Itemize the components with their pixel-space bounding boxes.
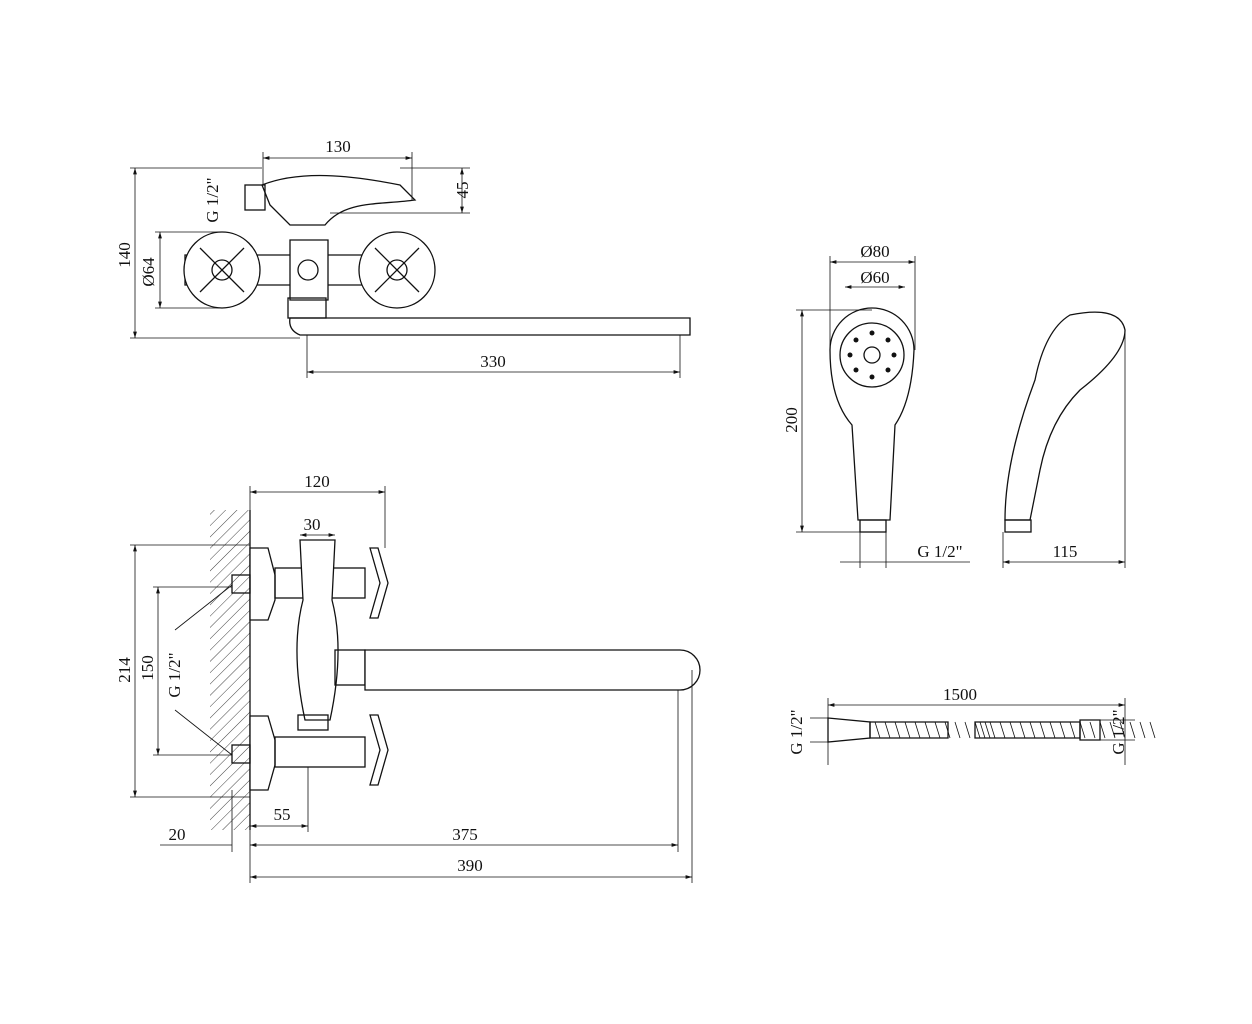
dim-55: 55 (274, 805, 291, 824)
dim-200: 200 (782, 407, 801, 433)
dim-45: 45 (453, 182, 472, 199)
dim-115: 115 (1053, 542, 1078, 561)
dim-30: 30 (304, 515, 321, 534)
dim-diameter-64: Ø64 (139, 257, 158, 287)
dim-130: 130 (325, 137, 351, 156)
front-view-faucet (130, 486, 701, 883)
dim-thread-hose-left: G 1/2" (787, 709, 806, 754)
dim-214: 214 (115, 657, 134, 683)
dim-diameter-60: Ø60 (860, 268, 889, 287)
dim-390: 390 (457, 856, 483, 875)
shower-hose (810, 698, 1156, 765)
dim-150: 150 (138, 655, 157, 681)
dim-thread-top: G 1/2" (203, 177, 222, 222)
dim-330: 330 (480, 352, 506, 371)
dim-thread-front: G 1/2" (165, 652, 184, 697)
dim-thread-shower: G 1/2" (917, 542, 962, 561)
dim-140: 140 (115, 242, 134, 268)
dim-thread-hose-right: G 1/2" (1109, 709, 1128, 754)
shower-head (796, 256, 1126, 568)
dim-1500: 1500 (943, 685, 977, 704)
dim-20: 20 (169, 825, 186, 844)
top-view-faucet (130, 152, 691, 378)
dim-375: 375 (452, 825, 478, 844)
dim-diameter-80: Ø80 (860, 242, 889, 261)
dim-120: 120 (304, 472, 330, 491)
